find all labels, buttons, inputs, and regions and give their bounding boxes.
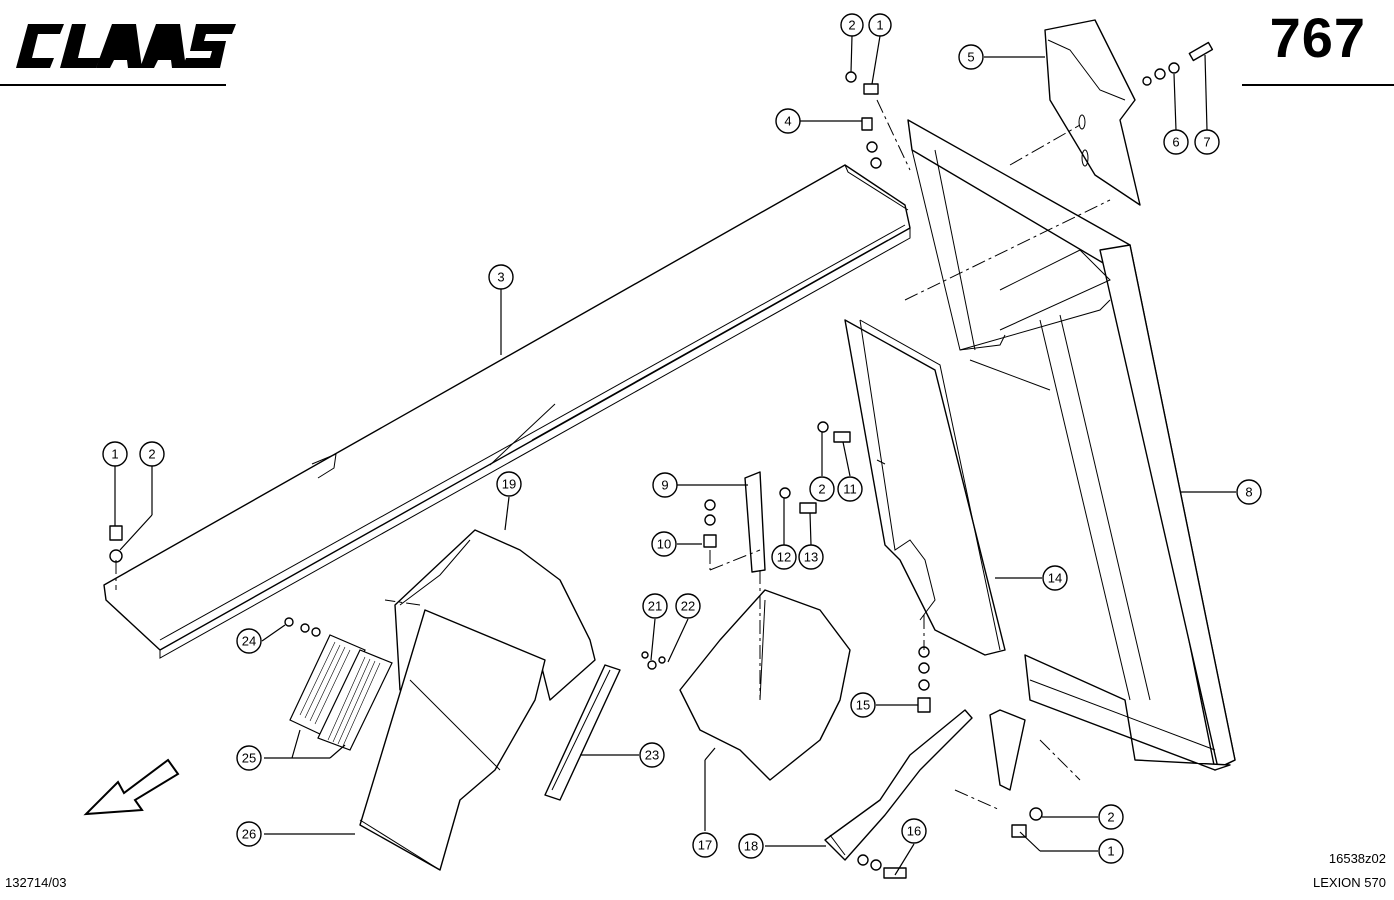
svg-text:2: 2 <box>848 18 855 33</box>
claas-logo <box>14 20 236 72</box>
part-bracket-lower-right <box>989 709 1026 791</box>
callout-2-top: 2 <box>840 13 864 37</box>
svg-text:2: 2 <box>148 447 155 462</box>
callout-26: 26 <box>236 821 262 847</box>
svg-text:11: 11 <box>843 482 857 497</box>
svg-text:1: 1 <box>876 18 883 33</box>
callout-13: 13 <box>798 544 824 570</box>
callout-16: 16 <box>901 818 927 844</box>
svg-text:17: 17 <box>698 838 712 853</box>
part-25-grilles <box>289 634 393 751</box>
svg-text:16: 16 <box>907 824 921 839</box>
callout-18: 18 <box>738 833 764 859</box>
svg-text:23: 23 <box>645 748 659 763</box>
callout-21: 21 <box>642 593 668 619</box>
callout-9: 9 <box>652 472 678 498</box>
callout-3: 3 <box>488 264 514 290</box>
part-18-bracket <box>824 709 973 861</box>
callout-14: 14 <box>1042 565 1068 591</box>
part-26-guide-plate <box>359 609 546 871</box>
svg-text:2: 2 <box>818 482 825 497</box>
part-3-long-cover <box>103 164 911 659</box>
callout-17: 17 <box>692 832 718 858</box>
svg-text:24: 24 <box>242 634 256 649</box>
page-number: 767 <box>1269 6 1366 69</box>
part-5-bracket <box>1044 19 1141 206</box>
header-rule-right <box>1242 84 1394 86</box>
callout-8: 8 <box>1236 479 1262 505</box>
svg-text:26: 26 <box>242 827 256 842</box>
callout-7: 7 <box>1194 129 1220 155</box>
drawing-code: 16538z02 <box>1328 851 1386 866</box>
svg-text:5: 5 <box>967 50 974 65</box>
leader-lines <box>114 35 1236 876</box>
callout-24: 24 <box>236 628 262 654</box>
header-rule-left <box>0 84 226 86</box>
callout-1-bottom: 1 <box>1098 838 1124 864</box>
callout-25: 25 <box>236 745 262 771</box>
svg-text:6: 6 <box>1172 135 1179 150</box>
callout-12: 12 <box>771 544 797 570</box>
svg-text:19: 19 <box>502 477 516 492</box>
callout-5: 5 <box>958 44 984 70</box>
svg-text:3: 3 <box>497 270 504 285</box>
callout-2-left: 2 <box>139 441 165 467</box>
svg-text:1: 1 <box>1107 844 1114 859</box>
svg-text:14: 14 <box>1048 571 1062 586</box>
doc-number: 132714/03 <box>5 875 67 890</box>
callout-4: 4 <box>775 108 801 134</box>
callout-23: 23 <box>639 742 665 768</box>
assembly-lines <box>115 99 1111 811</box>
arrow-down-left-icon <box>83 758 180 816</box>
svg-text:8: 8 <box>1245 485 1252 500</box>
callout-2-mid: 2 <box>809 476 835 502</box>
part-23-strip <box>544 664 621 801</box>
svg-text:13: 13 <box>804 550 818 565</box>
svg-text:12: 12 <box>777 550 791 565</box>
callout-10: 10 <box>651 531 677 557</box>
svg-text:10: 10 <box>657 537 671 552</box>
model-name: LEXION 570 <box>1313 875 1386 890</box>
svg-text:7: 7 <box>1203 135 1210 150</box>
callout-19: 19 <box>496 471 522 497</box>
svg-text:22: 22 <box>681 599 695 614</box>
callout-15: 15 <box>850 692 876 718</box>
callout-1-top: 1 <box>868 13 892 37</box>
svg-text:2: 2 <box>1107 810 1114 825</box>
svg-text:25: 25 <box>242 751 256 766</box>
callout-2-bottom: 2 <box>1098 804 1124 830</box>
svg-text:21: 21 <box>648 599 662 614</box>
svg-text:4: 4 <box>784 114 791 129</box>
callout-6: 6 <box>1163 129 1189 155</box>
part-9-bracket <box>744 471 766 573</box>
callout-1-left: 1 <box>102 441 128 467</box>
svg-text:18: 18 <box>744 839 758 854</box>
svg-text:9: 9 <box>661 478 668 493</box>
part-17-flap <box>679 589 851 781</box>
part-14-side-panel <box>844 319 1006 656</box>
svg-text:15: 15 <box>856 698 870 713</box>
callout-22: 22 <box>675 593 701 619</box>
part-8-frame <box>907 119 1236 771</box>
svg-text:1: 1 <box>111 447 118 462</box>
callout-11: 11 <box>837 476 863 502</box>
